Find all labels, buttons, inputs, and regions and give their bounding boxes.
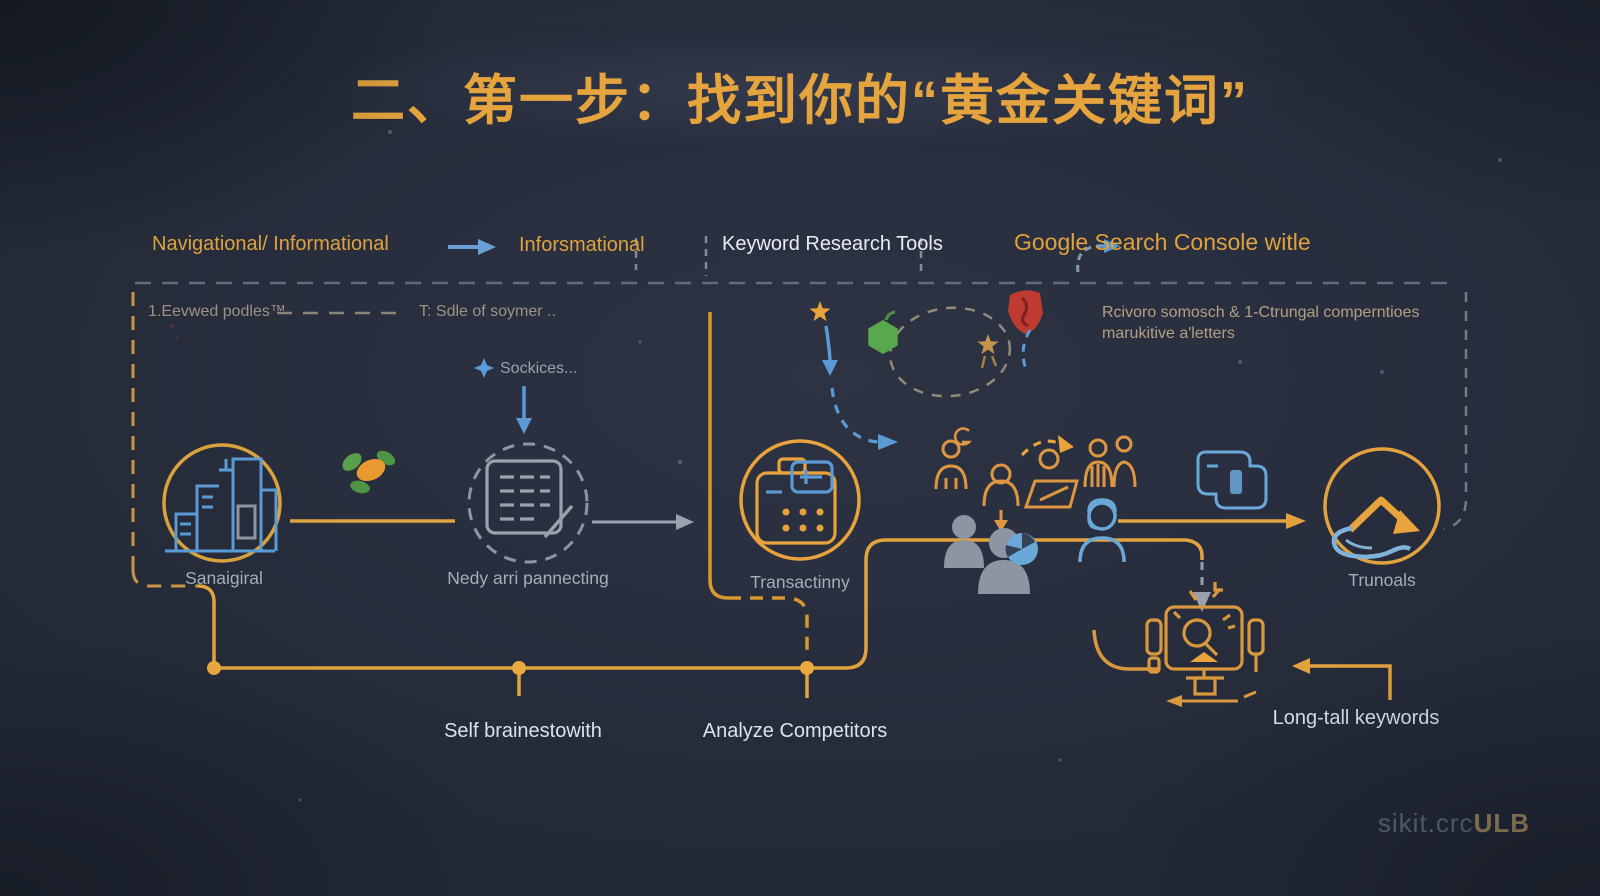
watermark-part2: ULB [1473,808,1530,838]
watermark-part1: sikit.crc [1377,808,1474,838]
node2-label: Nedy arri pannecting [447,568,609,588]
decor-cluster [809,290,1074,457]
node2-circle [467,442,589,564]
label-self-brainstorm: Self brainestowith [444,720,602,742]
drop-arrow [1193,562,1211,612]
node3-circle [739,439,861,561]
shield-icon [1008,290,1043,334]
node4-label: Trunoals [1348,570,1416,590]
subtext-sdle: T: Sdle of soymer .. [419,303,556,320]
section-boundaries [131,236,1468,588]
star-icon [809,301,831,322]
heading-keyword-tools: Keyword Research Tools [722,233,943,255]
shield-dash [1021,329,1032,373]
blue-dashed-curve [830,387,879,444]
label-analyze-competitors: Analyze Competitors [702,720,888,742]
watermark: sikit.crcULB [1378,808,1530,839]
bottom-connector [197,538,1204,698]
trunoals-arrow [1118,513,1306,529]
rocket-leaf-icon [342,450,396,494]
document-table-icon [485,459,574,539]
subtext-rcivoro-line1: Rcivoro somosch & 1-Ctrungal comperntioe… [1102,304,1420,321]
node1-label: Sanaigiral [185,568,263,588]
hexagon-icon [868,320,898,354]
node4-circle [1323,447,1441,565]
heading-informational: Inforsmational [519,234,645,256]
node3-label: Transactinny [750,572,850,592]
dashed-ellipse [888,306,1012,398]
heading-arrow [448,239,496,255]
hand-arrow-icon [1331,496,1420,560]
orange-dashed-curve [1020,439,1059,457]
star-leaf-icon [977,334,999,355]
label-longtail-keywords: Long-tall keywords [1272,707,1440,729]
tag-icon [1196,450,1268,510]
subtext-podles: 1.Eevwed podles™ [148,303,286,320]
briefcase-calculator-icon [755,457,837,545]
team-people-icon [934,427,1137,594]
subtext-rcivoro-line2: marukitive a'letters [1102,325,1235,342]
page-title: 二、第一步：找到你的“黄金关键词” [351,71,1249,131]
connector-2-arrow [592,514,694,530]
city-buildings-icon [165,457,278,553]
heading-google-console: Google Search Console witle [1014,229,1311,255]
subtext-rcivoro: Rcivoro somosch & 1-Ctrungal comperntioe… [1102,302,1482,344]
subtext-sockices: Sockices... [500,360,578,377]
star-down-arrow [824,325,832,361]
heading-navigational: Navigational/ Informational [152,233,389,255]
node1-circle [162,443,282,563]
